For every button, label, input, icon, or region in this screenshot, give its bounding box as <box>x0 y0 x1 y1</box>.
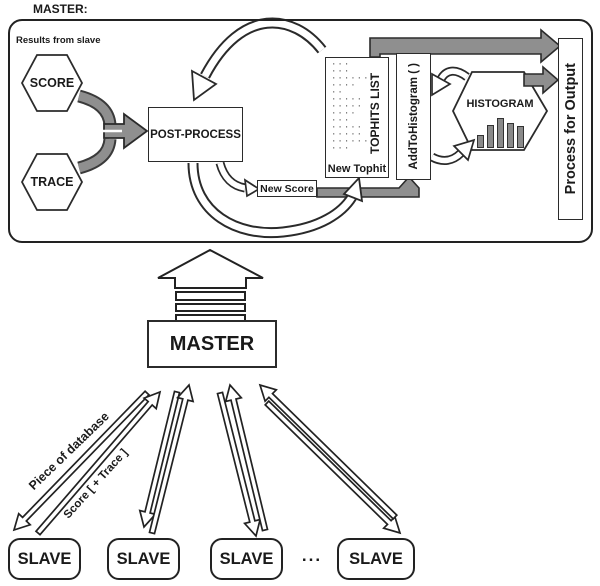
slave-link-arrow <box>148 383 195 535</box>
master-box: MASTER <box>147 320 277 368</box>
histogram-to-addhistogram-arrow <box>431 66 470 97</box>
score-label: SCORE <box>29 76 75 90</box>
master-panel-title: MASTER: <box>33 2 88 16</box>
slaves-ellipsis: ... <box>301 546 323 565</box>
histogram-to-output-arrow <box>523 65 560 95</box>
new-tophit-label: New Tophit <box>327 163 387 175</box>
master-panel <box>8 19 593 243</box>
slave-link-arrow <box>138 390 181 529</box>
slave-link-arrow <box>258 383 398 521</box>
slave-box-4: SLAVE <box>337 538 415 580</box>
trace-label: TRACE <box>30 175 74 189</box>
process-for-output-box: Process for Output <box>558 38 583 220</box>
tophits-list-box: ········································… <box>325 57 389 178</box>
tophits-list-label: TOPHITS LIST <box>368 72 382 154</box>
slave-link-arrow <box>34 390 162 536</box>
postprocess-to-newtophit-arrow <box>187 162 364 239</box>
score-hexagon <box>20 54 84 112</box>
slave-link-arrow <box>12 390 151 532</box>
add-to-histogram-label: AddToHistogram ( ) <box>407 63 420 170</box>
master-slave-arrows <box>12 383 402 538</box>
up-arrow <box>157 248 264 322</box>
new-score-box: New Score <box>257 180 317 197</box>
slave-link-arrow <box>216 391 262 538</box>
histogram-bars-icon <box>477 117 525 148</box>
newscore-to-addhistogram-arrow <box>316 175 420 198</box>
addhistogram-to-histogram-arrow <box>429 138 476 165</box>
process-for-output-label: Process for Output <box>562 63 579 195</box>
histogram-label: HISTOGRAM <box>466 98 534 110</box>
post-process-box: POST-PROCESS <box>148 107 243 162</box>
slave-box-1: SLAVE <box>8 538 81 580</box>
loopback-arc-arrow <box>190 17 327 102</box>
trace-hexagon <box>20 153 84 211</box>
postprocess-to-newscore-arrow <box>215 161 261 198</box>
slave-box-3: SLAVE <box>210 538 283 580</box>
slave-link-arrow <box>224 383 269 532</box>
slave-link-arrow <box>264 399 402 535</box>
merge-arrow <box>77 89 149 175</box>
tophits-dots: ········································… <box>331 60 376 154</box>
slave-box-2: SLAVE <box>107 538 180 580</box>
add-to-histogram-box: AddToHistogram ( ) <box>396 53 431 180</box>
results-from-slave-label: Results from slave <box>16 35 101 46</box>
